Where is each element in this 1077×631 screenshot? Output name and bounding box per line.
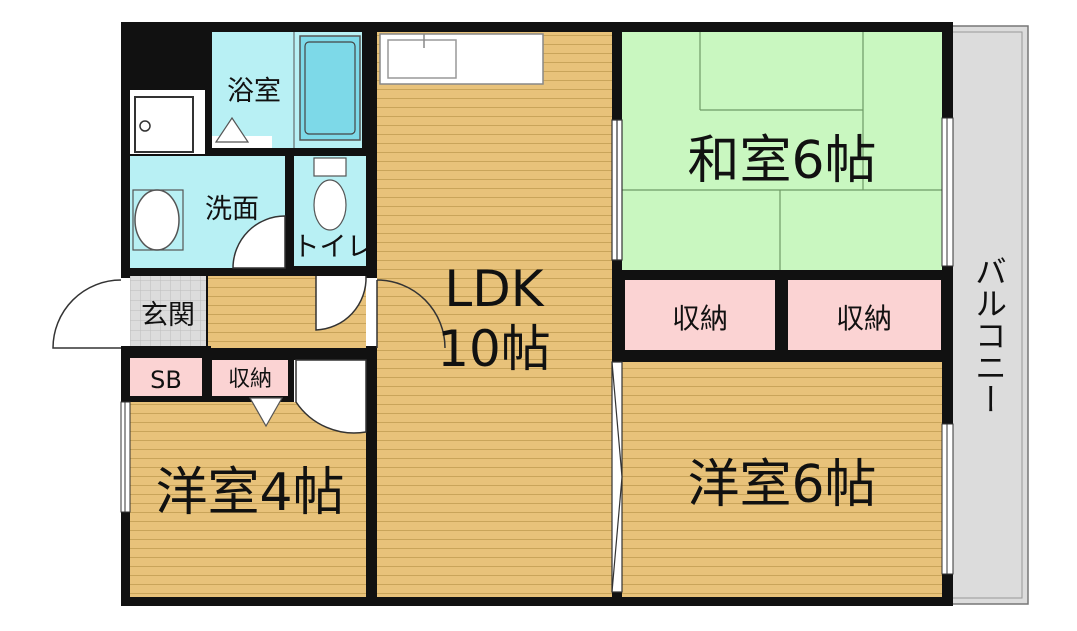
label-bath: 浴室 bbox=[227, 76, 281, 107]
storage-b-area bbox=[788, 280, 941, 350]
label-balcony: バルコニー bbox=[970, 255, 1008, 415]
ldk-floor bbox=[377, 32, 612, 597]
washbasin bbox=[134, 189, 180, 251]
label-western-room-small: 洋室4帖 bbox=[155, 463, 344, 523]
western-room-small-floor bbox=[130, 402, 368, 597]
label-ldk-size: 10帖 bbox=[437, 320, 551, 378]
japanese-room-floor bbox=[622, 32, 942, 270]
label-storage-a: 収納 bbox=[672, 302, 728, 335]
storage-a-area bbox=[625, 280, 775, 350]
shoebox-area bbox=[130, 358, 202, 396]
label-western-room-large: 洋室6帖 bbox=[687, 455, 876, 515]
label-toilet: トイレ bbox=[293, 232, 374, 263]
label-storage-small: 収納 bbox=[228, 367, 272, 392]
balcony-area bbox=[949, 25, 1029, 605]
label-entrance: 玄関 bbox=[141, 300, 195, 331]
label-japanese-room: 和室6帖 bbox=[687, 131, 876, 191]
toilet-bowl bbox=[313, 179, 347, 231]
western-room-large-floor bbox=[622, 362, 942, 597]
label-storage-b: 収納 bbox=[836, 302, 892, 335]
label-ldk-name: LDK bbox=[444, 260, 544, 318]
kitchen-sink bbox=[387, 39, 457, 79]
entrance-floor bbox=[130, 276, 206, 346]
label-washroom: 洗面 bbox=[205, 194, 259, 225]
label-shoebox: SB bbox=[150, 366, 182, 394]
